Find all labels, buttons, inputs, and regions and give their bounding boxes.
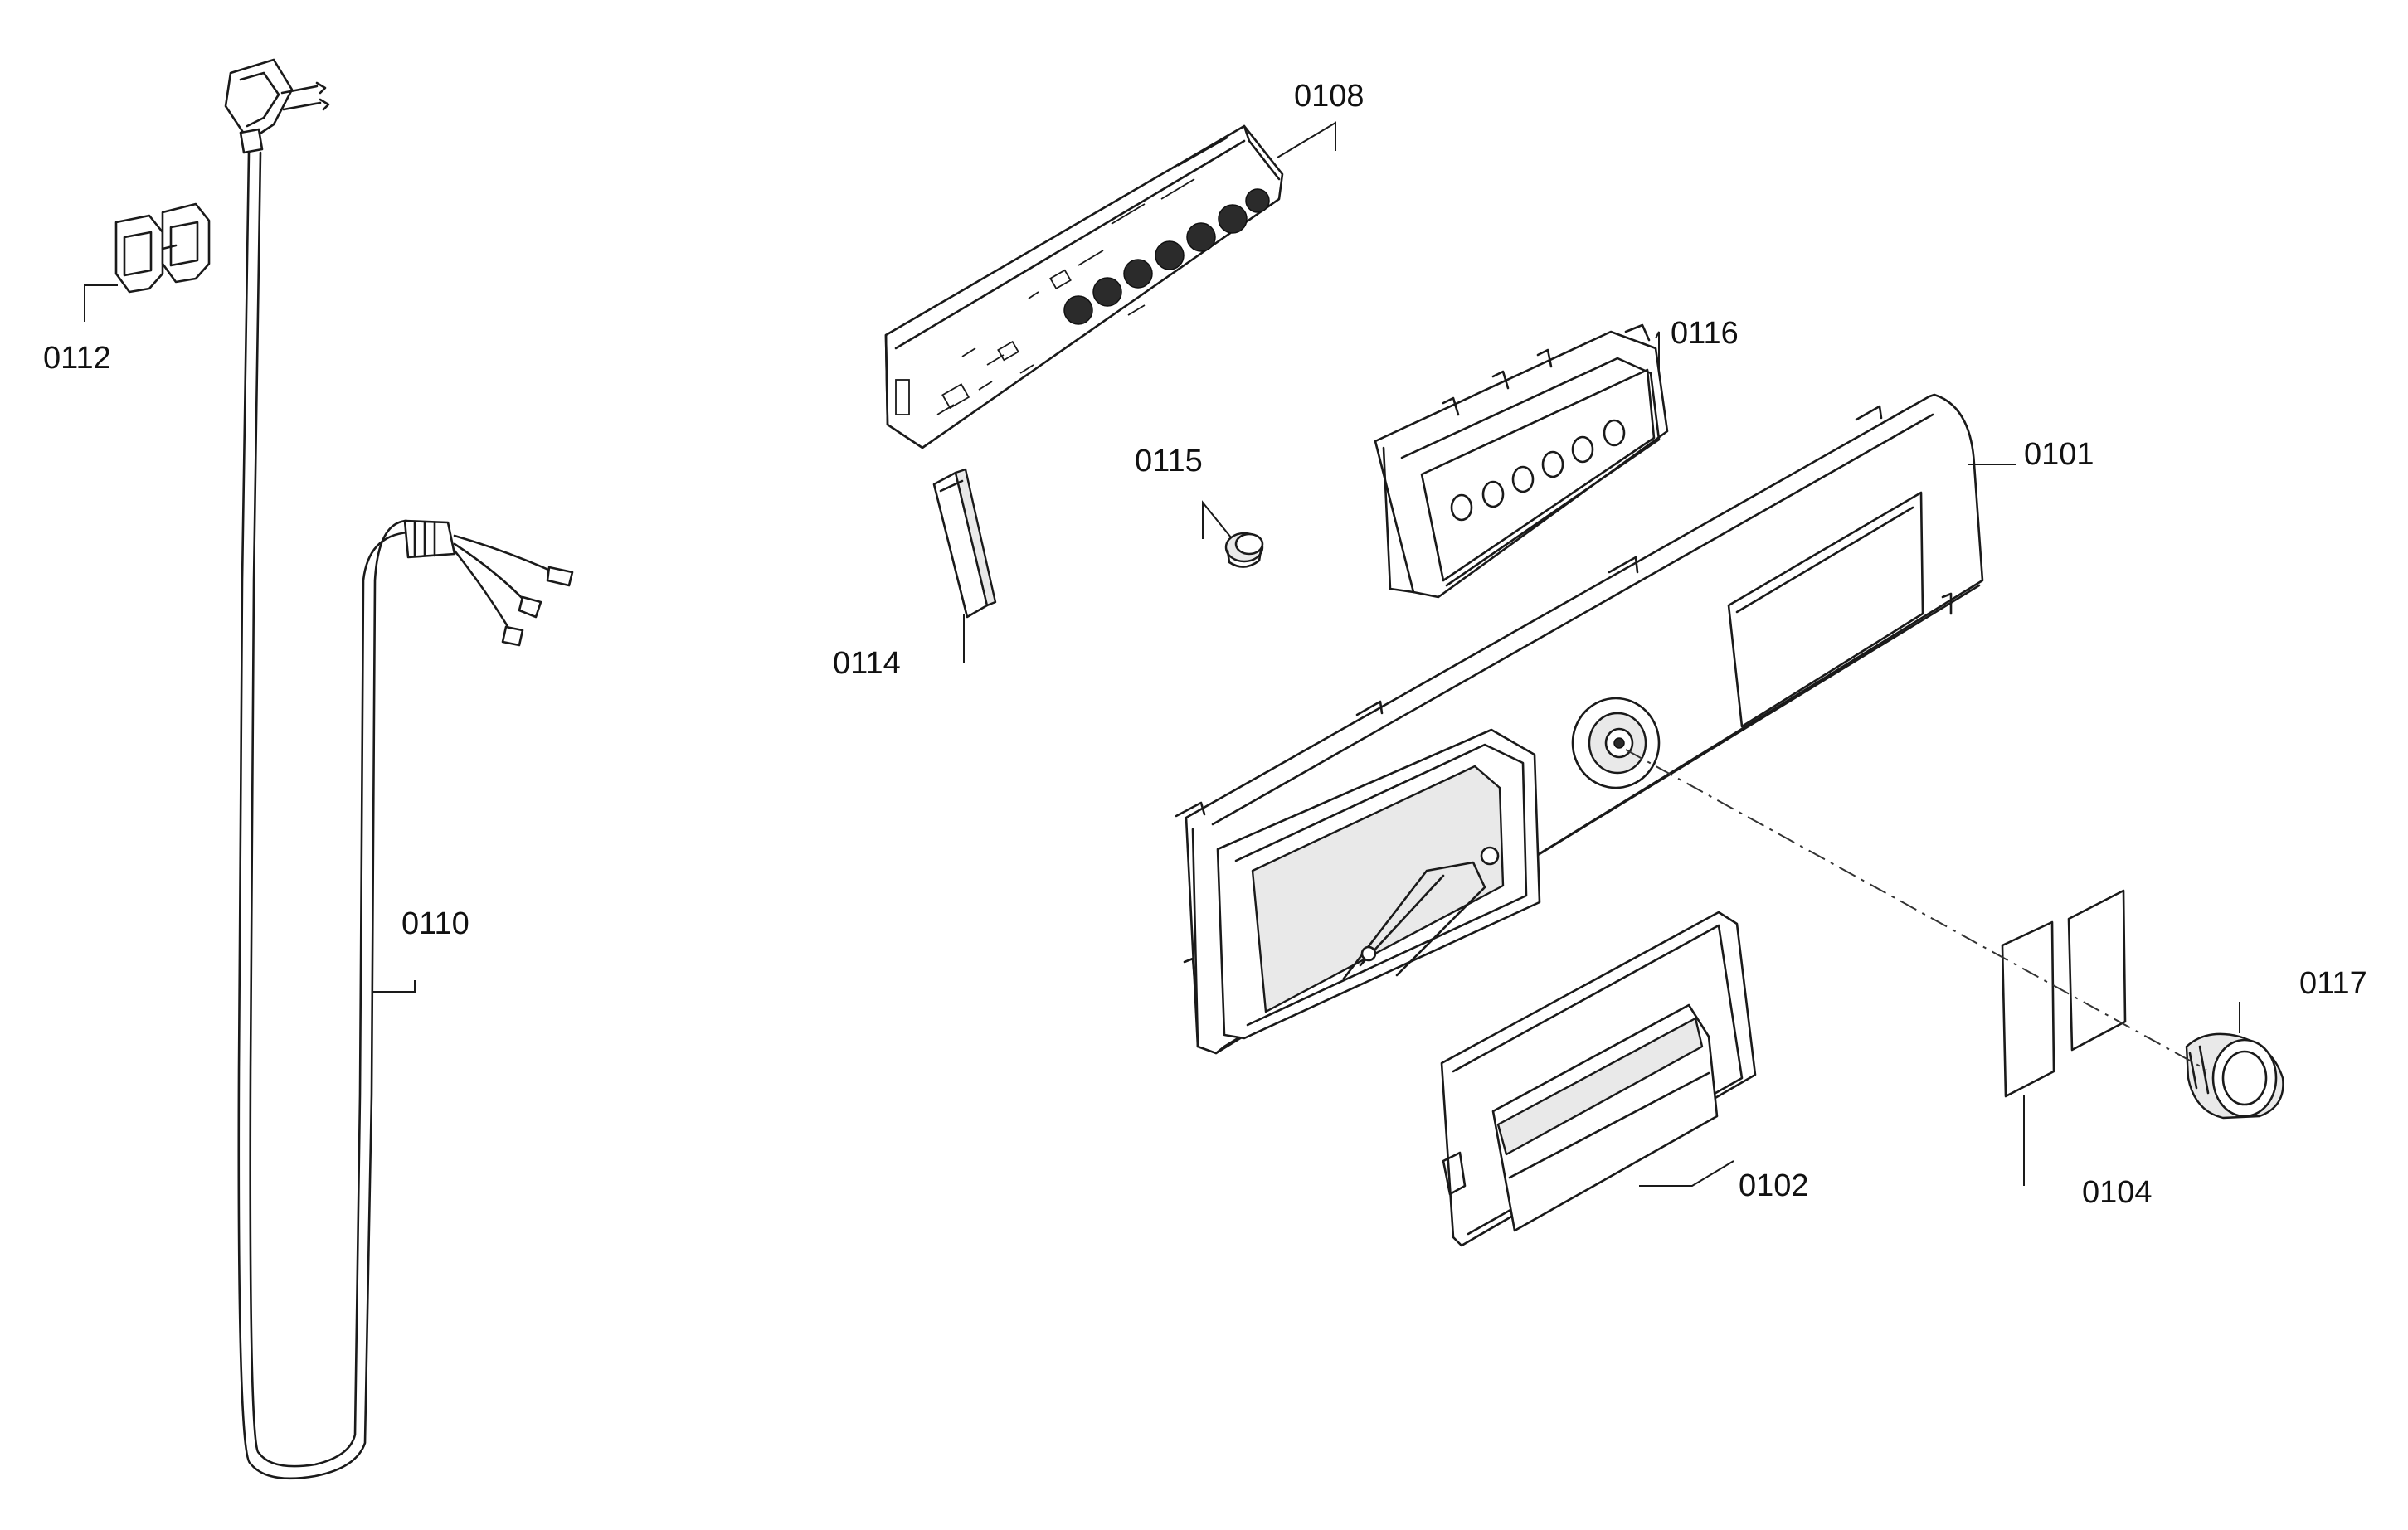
part-label-0102: 0102 xyxy=(1739,1168,1809,1203)
control-pcb-drawing xyxy=(884,124,1284,449)
part-label-0108: 0108 xyxy=(1294,79,1365,114)
cable-clip-drawing xyxy=(114,202,211,294)
power-cable-drawing xyxy=(224,58,574,1480)
drawer-handle-drawing xyxy=(1440,911,1757,1247)
fascia-panel-drawing xyxy=(1175,393,1984,1055)
button-carrier-drawing xyxy=(1374,323,1669,599)
assembly-axis-line xyxy=(1625,749,2207,1071)
part-label-0117: 0117 xyxy=(2299,966,2367,1001)
selector-knob-drawing xyxy=(2185,1032,2284,1120)
part-label-0104: 0104 xyxy=(2082,1175,2153,1210)
part-label-0112: 0112 xyxy=(43,341,111,376)
part-label-0110: 0110 xyxy=(401,906,469,941)
leader-lines xyxy=(84,121,2240,1187)
part-label-0114: 0114 xyxy=(833,646,901,681)
light-guide-drawing xyxy=(932,468,997,619)
part-label-0101: 0101 xyxy=(2024,437,2094,472)
display-window-drawing xyxy=(2001,889,2127,1098)
small-knob-drawing xyxy=(1224,532,1264,568)
part-label-0115: 0115 xyxy=(1135,444,1203,478)
part-label-0116: 0116 xyxy=(1671,316,1739,351)
